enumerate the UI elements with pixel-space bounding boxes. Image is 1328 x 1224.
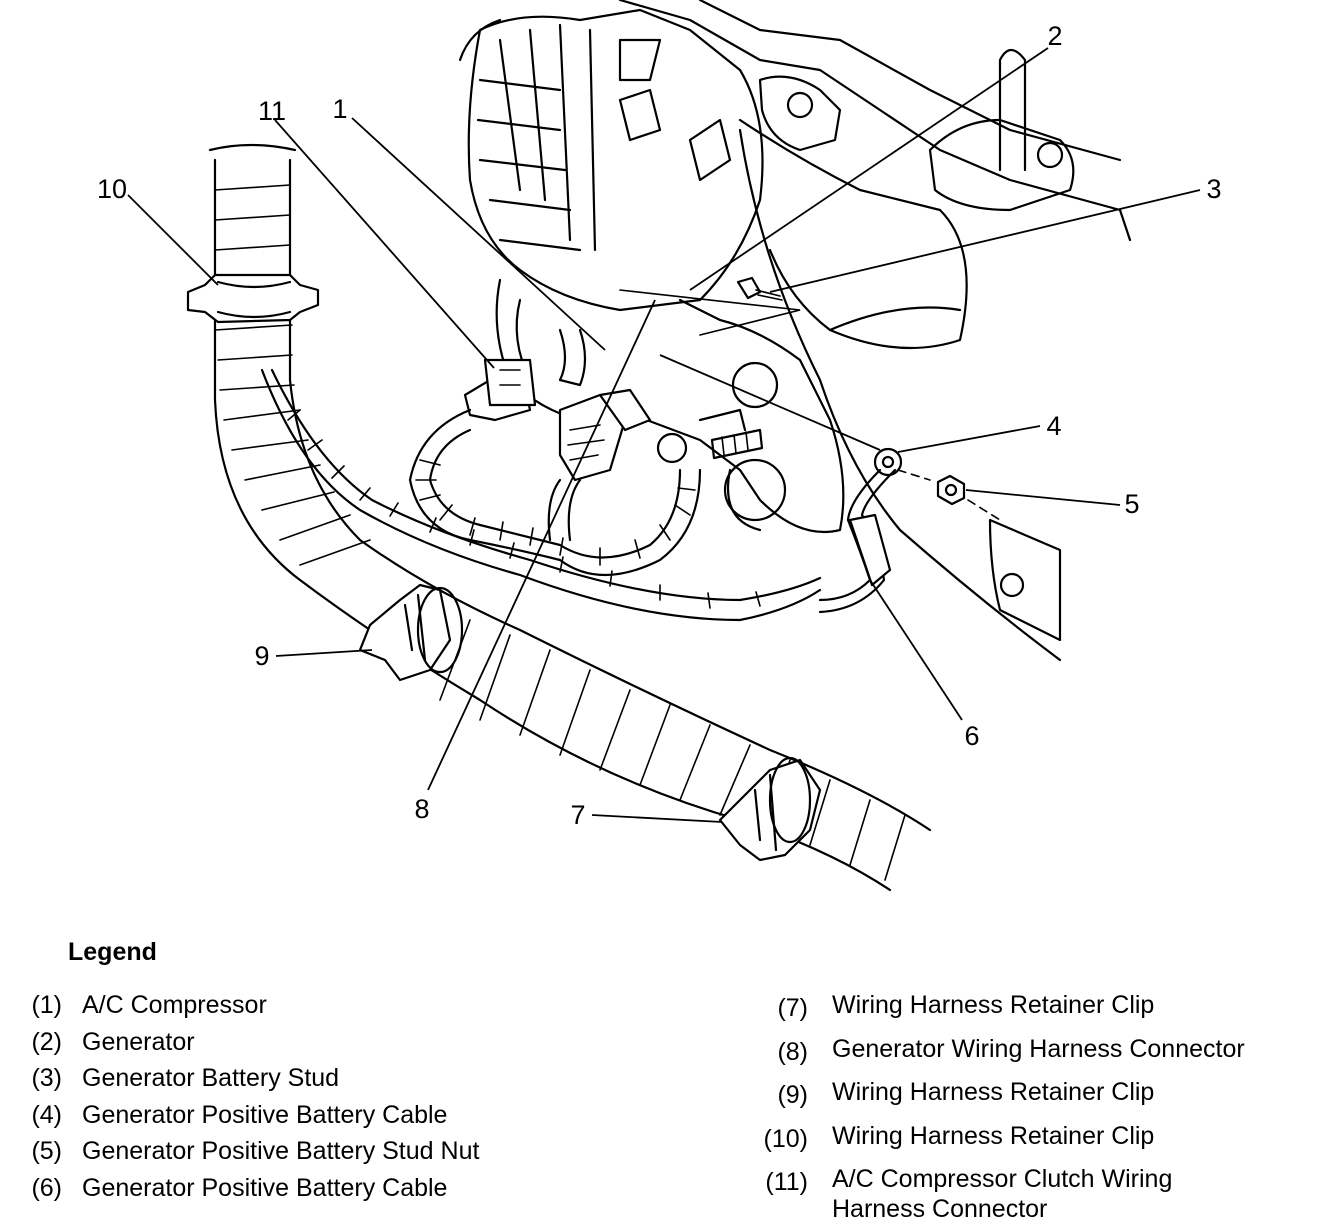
- legend-text: Generator Positive Battery Cable: [82, 1173, 448, 1202]
- legend-right-column: (7) Wiring Harness Retainer Clip (8) Gener…: [758, 990, 1245, 1224]
- retainer-clip-7: [718, 756, 822, 862]
- generator-harness-diagram: 1 2 3 4 5 6 7 8 9 10 11: [97, 0, 1222, 892]
- callout-2: 2: [1047, 21, 1062, 51]
- legend-item: (8) Generator Wiring Harness Connector: [758, 1034, 1245, 1071]
- legend-number: (9): [777, 1081, 808, 1109]
- positive-battery-cable: [818, 468, 897, 614]
- stud: [656, 428, 764, 464]
- callout-8: 8: [414, 794, 429, 824]
- retainer-clip-9: [358, 583, 464, 682]
- legend-number: (10): [763, 1124, 808, 1153]
- leader-lines: [127, 47, 1201, 823]
- callout-1: 1: [332, 94, 347, 124]
- legend-text: Generator Wiring Harness Connector: [832, 1034, 1245, 1063]
- callout-11: 11: [258, 96, 286, 126]
- legend-item: (10) Wiring Harness Retainer Clip: [758, 1121, 1245, 1158]
- legend-number: (8): [777, 1037, 808, 1066]
- engine-bracket: [618, 0, 1132, 662]
- legend-item: (7) Wiring Harness Retainer Clip: [758, 990, 1245, 1027]
- legend-number: (4): [31, 1100, 62, 1129]
- callout-4: 4: [1046, 411, 1061, 441]
- legend-item: (1) A/C Compressor: [22, 987, 479, 1024]
- legend-item: (4) Generator Positive Battery Cable: [22, 1097, 479, 1134]
- legend-text: A/C Compressor Clutch Wiring Harness Con…: [832, 1165, 1173, 1223]
- legend-item: (6) Generator Positive Battery Cable: [22, 1170, 479, 1207]
- retainer-clip-10: [186, 273, 320, 324]
- legend-item: (5) Generator Positive Battery Stud Nut: [22, 1133, 479, 1170]
- callout-5: 5: [1124, 489, 1139, 519]
- legend-item: (2) Generator: [22, 1024, 479, 1061]
- legend-number: (7): [777, 994, 808, 1022]
- generator: [458, 8, 764, 312]
- legend-number: (2): [31, 1027, 62, 1056]
- legend-text: Wiring Harness Retainer Clip: [832, 991, 1155, 1019]
- battery-cable-eyelet: [873, 447, 931, 481]
- legend-text: A/C Compressor: [82, 991, 267, 1019]
- harness-connectors: [463, 328, 652, 482]
- legend-number: (1): [31, 991, 62, 1019]
- legend-text: Generator Battery Stud: [82, 1064, 340, 1092]
- callout-9: 9: [254, 641, 269, 671]
- callout-3: 3: [1206, 174, 1221, 204]
- legend-text: Generator Positive Battery Cable: [82, 1100, 448, 1129]
- legend-title: Legend: [68, 938, 157, 966]
- harness-branch: [260, 368, 822, 622]
- legend-number: (3): [31, 1064, 62, 1092]
- legend-text: Generator: [82, 1027, 195, 1056]
- generator-battery-stud: [619, 276, 801, 336]
- legend-left-column: (1) A/C Compressor (2) Generator (3) Genera…: [22, 987, 479, 1206]
- legend-text: Wiring Harness Retainer Clip: [832, 1078, 1155, 1106]
- legend-item: (9) Wiring Harness Retainer Clip: [758, 1077, 1245, 1114]
- legend-item: (11) A/C Compressor Clutch Wiring Harness…: [758, 1164, 1245, 1224]
- medium-harness: [408, 408, 702, 576]
- legend-text: Wiring Harness Retainer Clip: [832, 1121, 1155, 1150]
- stud-nut: [936, 474, 1001, 521]
- legend-number: (11): [765, 1168, 808, 1196]
- callout-10: 10: [97, 174, 127, 204]
- legend-item: (3) Generator Battery Stud: [22, 1060, 479, 1097]
- large-harness: [208, 143, 932, 892]
- callout-labels: 1 2 3 4 5 6 7 8 9 10 11: [97, 21, 1222, 830]
- legend-number: (5): [31, 1137, 62, 1165]
- legend-number: (6): [31, 1173, 62, 1202]
- callout-6: 6: [964, 721, 979, 751]
- legend-text: Generator Positive Battery Stud Nut: [82, 1137, 480, 1165]
- callout-7: 7: [570, 800, 585, 830]
